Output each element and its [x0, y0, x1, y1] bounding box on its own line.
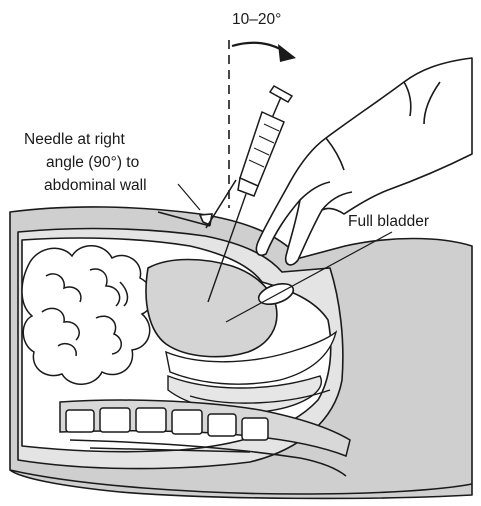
needle-angle-label-line3: abdominal wall — [44, 177, 147, 194]
angle-arrow — [232, 43, 296, 62]
needle-angle-label-line2: angle (90°) to — [46, 154, 139, 171]
angle-range-label: 10–20° — [232, 11, 281, 28]
syringe-barrel — [240, 112, 284, 186]
gloved-hand — [256, 58, 472, 265]
syringe-plunger — [270, 86, 292, 102]
hand-outline — [256, 58, 472, 265]
bladder-label: Full bladder — [348, 213, 429, 230]
needle-angle-label-line1: Needle at right — [24, 131, 126, 148]
needle-label-leader — [178, 184, 200, 210]
